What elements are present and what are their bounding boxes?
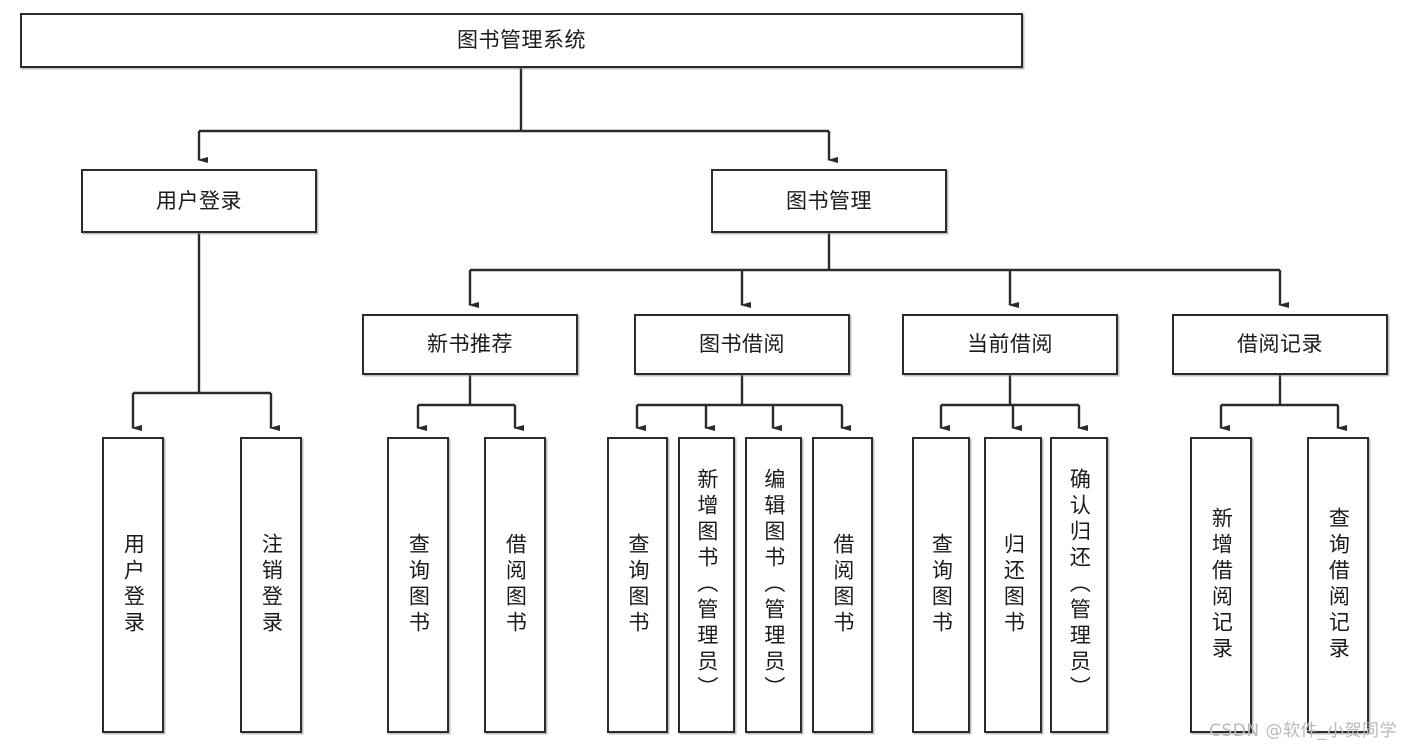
node-leaf-edit-book-label: 编辑图书（管理员） [761, 468, 786, 702]
node-leaf-query-book-1[interactable]: 查询图书 [387, 437, 449, 733]
node-borrow-record-label: 借阅记录 [1237, 332, 1323, 357]
node-book-management-label: 图书管理 [786, 188, 872, 213]
node-leaf-add-book[interactable]: 新增图书（管理员） [678, 437, 735, 733]
node-leaf-user-login[interactable]: 用户登录 [102, 437, 164, 733]
node-borrow-record[interactable]: 借阅记录 [1172, 314, 1388, 375]
node-current-borrow[interactable]: 当前借阅 [902, 314, 1118, 375]
node-current-borrow-label: 当前借阅 [967, 332, 1053, 357]
node-leaf-borrow-book-1[interactable]: 借阅图书 [484, 437, 546, 733]
node-leaf-query-borrow-record-label: 查询借阅记录 [1326, 507, 1351, 663]
node-root[interactable]: 图书管理系统 [20, 13, 1023, 68]
node-leaf-return-book[interactable]: 归还图书 [984, 437, 1042, 733]
node-book-borrow[interactable]: 图书借阅 [634, 314, 850, 375]
node-user-login[interactable]: 用户登录 [81, 169, 317, 233]
node-leaf-borrow-book-1-label: 借阅图书 [503, 533, 528, 637]
watermark-text: CSDN @软件_小贺同学 [1209, 721, 1397, 741]
node-leaf-return-book-label: 归还图书 [1001, 533, 1026, 637]
node-leaf-query-book-3[interactable]: 查询图书 [912, 437, 970, 733]
node-new-book-recommend[interactable]: 新书推荐 [362, 314, 578, 375]
node-leaf-query-book-2-label: 查询图书 [625, 533, 650, 637]
node-leaf-logout-label: 注销登录 [259, 533, 284, 637]
node-root-label: 图书管理系统 [457, 28, 586, 53]
node-leaf-add-borrow-record-label: 新增借阅记录 [1209, 507, 1234, 663]
node-leaf-logout[interactable]: 注销登录 [240, 437, 302, 733]
node-leaf-query-borrow-record[interactable]: 查询借阅记录 [1307, 437, 1369, 733]
node-leaf-edit-book[interactable]: 编辑图书（管理员） [745, 437, 802, 733]
node-book-borrow-label: 图书借阅 [699, 332, 785, 357]
node-user-login-label: 用户登录 [156, 188, 242, 213]
node-leaf-borrow-book-2-label: 借阅图书 [830, 533, 855, 637]
node-leaf-user-login-label: 用户登录 [121, 533, 146, 637]
node-leaf-confirm-return-label: 确认归还（管理员） [1067, 468, 1092, 702]
node-leaf-query-book-2[interactable]: 查询图书 [607, 437, 668, 733]
node-leaf-query-book-3-label: 查询图书 [929, 533, 954, 637]
node-leaf-confirm-return[interactable]: 确认归还（管理员） [1050, 437, 1108, 733]
node-book-management[interactable]: 图书管理 [711, 169, 947, 233]
node-leaf-query-book-1-label: 查询图书 [406, 533, 431, 637]
node-leaf-add-book-label: 新增图书（管理员） [694, 468, 719, 702]
node-leaf-add-borrow-record[interactable]: 新增借阅记录 [1190, 437, 1252, 733]
node-leaf-borrow-book-2[interactable]: 借阅图书 [812, 437, 873, 733]
node-new-book-recommend-label: 新书推荐 [427, 332, 513, 357]
